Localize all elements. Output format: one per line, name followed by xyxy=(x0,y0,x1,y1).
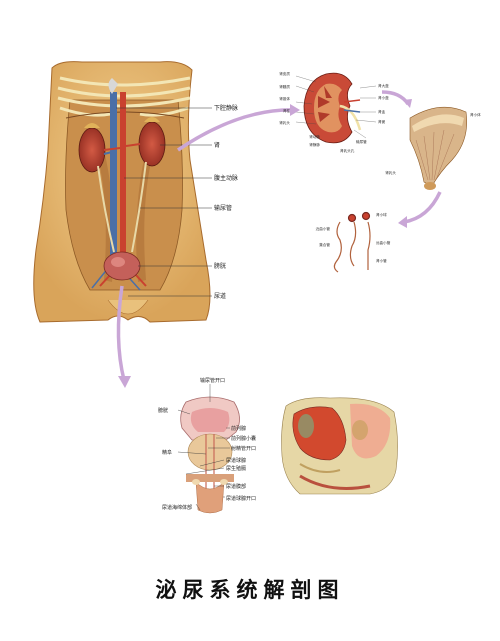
right-ureter xyxy=(131,161,147,253)
nephron-label: 远曲小管 xyxy=(376,240,391,245)
kidney-label: 肾小盏 xyxy=(378,95,389,100)
label-kidney: 肾 xyxy=(214,141,220,149)
right-kidney xyxy=(138,121,166,167)
label-seminal-colliculus: 精阜 xyxy=(162,449,172,456)
kidney-label: 肾动脉 xyxy=(309,134,320,139)
label-prostate: 前列腺 xyxy=(231,425,246,432)
label-membranous-urethra: 尿道膜部 xyxy=(226,483,246,490)
label-ejaculatory-opening: 射精管开口 xyxy=(231,445,256,452)
inferior-vena-cava xyxy=(110,92,117,262)
label-urethra: 尿道 xyxy=(214,292,226,300)
kidney-section xyxy=(303,72,362,144)
kidney-label: 肾柱 xyxy=(283,108,291,113)
pyramid-label: 肾小体 xyxy=(470,112,481,117)
kidney-label: 肾锥体 xyxy=(279,96,290,101)
pelvis-frontal-section xyxy=(180,396,240,514)
label-pelvis-bladder: 膀胱 xyxy=(158,407,168,414)
kidney-label: 肾盂 xyxy=(378,109,386,114)
flow-arrows xyxy=(116,90,442,381)
label-corpus-spongiosum: 尿道海绵体部 xyxy=(162,504,192,511)
kidney-label: 肾髓质 xyxy=(279,84,290,89)
nephron-label: 肾小管 xyxy=(376,258,387,263)
kidney-label: 肾大盏 xyxy=(378,83,389,88)
kidney-leader-lines xyxy=(295,75,377,139)
torso-leader-lines xyxy=(116,107,212,297)
label-urogenital-diaphragm: 尿生殖膈 xyxy=(226,465,246,472)
label-bulbourethral-opening: 尿道球腺开口 xyxy=(226,495,256,502)
pyramid-label: 肾乳头 xyxy=(385,170,396,175)
aorta xyxy=(120,92,126,262)
label-ivc: 下腔静脉 xyxy=(214,104,238,112)
label-prostatic-utricle: 前列腺小囊 xyxy=(231,435,256,442)
nephron-label: 集合管 xyxy=(319,242,330,247)
left-ureter xyxy=(97,165,115,253)
pelvis-sagittal-section xyxy=(281,397,398,495)
label-bladder: 膀胱 xyxy=(214,262,226,270)
label-ureter: 输尿管 xyxy=(214,204,232,212)
left-kidney xyxy=(78,127,106,173)
kidney-label: 肾皮质 xyxy=(279,71,290,76)
label-aorta: 腹主动脉 xyxy=(214,174,238,182)
nephron-label: 肾小球 xyxy=(376,212,387,217)
page-title: 泌尿系统解剖图 xyxy=(155,578,345,602)
kidney-label: 肾窦 xyxy=(378,119,386,124)
label-bulbourethral-gland: 尿道球腺 xyxy=(226,457,246,464)
label-ureter-opening: 输尿管开口 xyxy=(200,377,225,384)
nephron-label: 近曲小管 xyxy=(316,226,331,231)
kidney-label: 肾静脉 xyxy=(309,142,320,147)
arrow-heads xyxy=(118,99,412,388)
kidney-label: 肾乳头孔 xyxy=(340,148,355,153)
kidney-label: 输尿管 xyxy=(356,139,367,144)
nephron-illustration xyxy=(333,211,371,273)
kidney-label: 肾乳头 xyxy=(279,120,290,125)
torso-illustration xyxy=(33,61,211,323)
pelvis-leader-lines xyxy=(177,384,230,511)
renal-pyramid-illustration xyxy=(409,106,467,190)
